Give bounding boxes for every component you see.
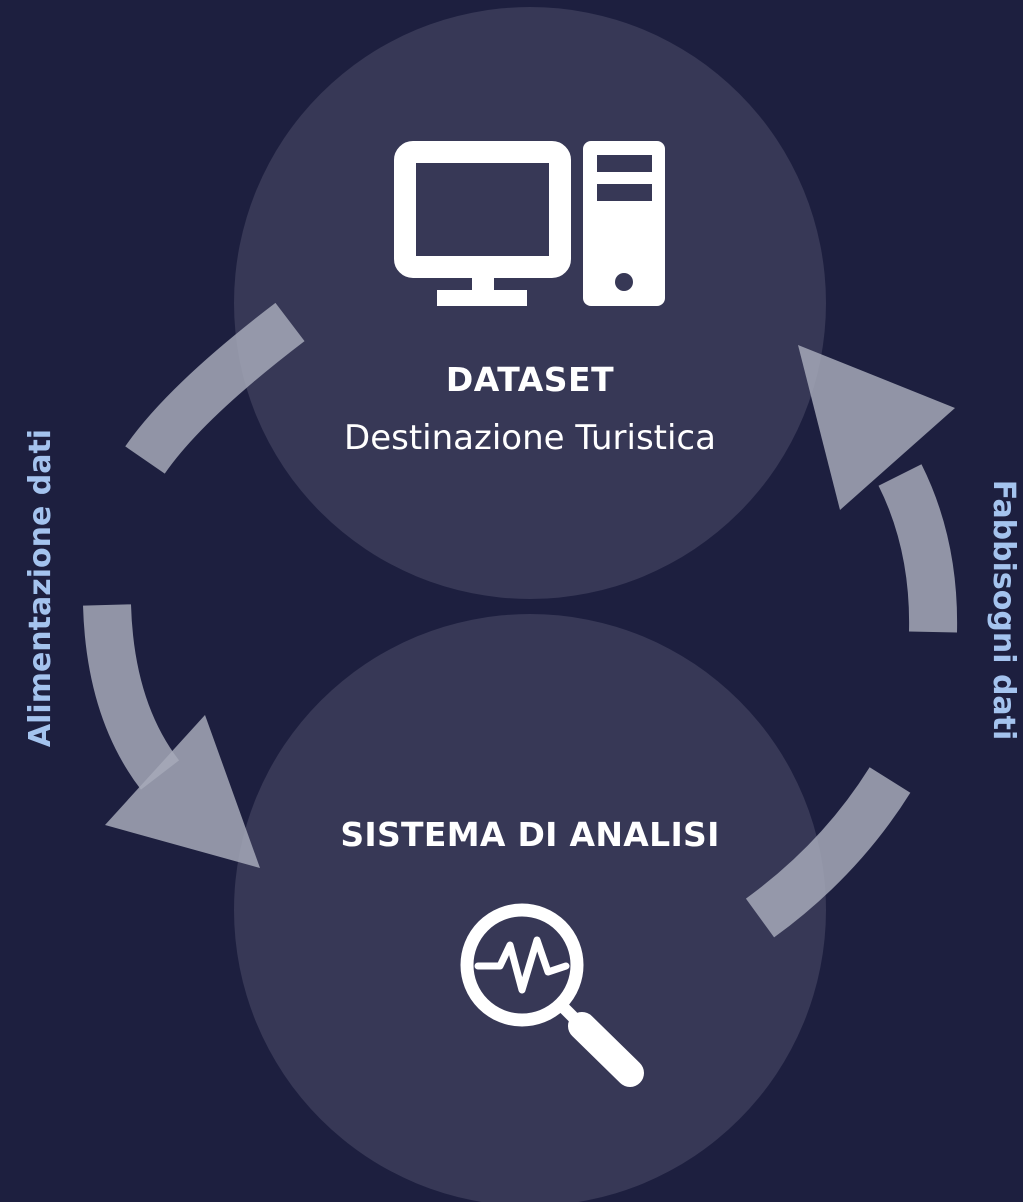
left-arrow-body (83, 604, 180, 790)
dataset-subtitle: Destinazione Turistica (344, 418, 716, 458)
left-arrow-head (105, 715, 260, 868)
magnifier-lens (460, 903, 584, 1027)
analysis-magnifier-icon (460, 903, 644, 1087)
dataset-title: DATASET (445, 360, 615, 399)
tower-case (583, 141, 665, 306)
tower-slot-2 (597, 184, 652, 201)
tower-slot-1 (597, 155, 652, 172)
right-arrow-lower-segment (745, 767, 911, 938)
analysis-title: SISTEMA DI ANALISI (340, 815, 720, 854)
monitor-screen (394, 141, 571, 278)
edge-label-alimentazione: Alimentazione dati (23, 428, 58, 748)
right-arrow-head (798, 345, 955, 510)
computer-icon (394, 141, 665, 306)
right-arrow-body (878, 464, 958, 633)
monitor-base (437, 290, 527, 306)
tower-button (615, 273, 633, 291)
dataset-circle (234, 7, 826, 599)
edge-label-fabbisogni: Fabbisogni dati (986, 479, 1021, 741)
magnifier-handle (568, 1012, 644, 1087)
left-arrow-upper-segment (125, 302, 305, 474)
pulse-line (474, 936, 570, 994)
